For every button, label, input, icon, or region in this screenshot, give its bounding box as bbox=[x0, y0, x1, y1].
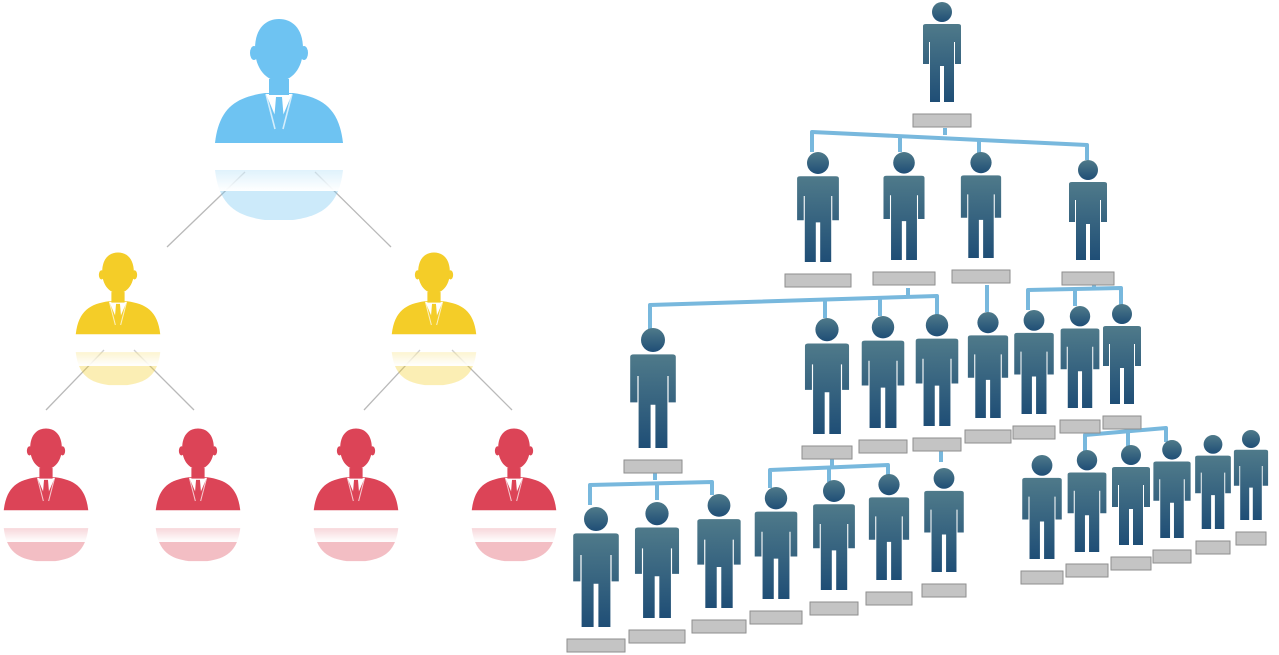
person-figure-4 bbox=[1069, 160, 1107, 260]
nameplate-0 bbox=[912, 113, 972, 128]
person-icon-root bbox=[209, 19, 349, 220]
person-icon-mid-left bbox=[71, 252, 165, 386]
org-line-19 bbox=[1083, 426, 1168, 452]
person-figure-16 bbox=[754, 487, 798, 599]
org-line-1 bbox=[810, 130, 1089, 160]
nameplate-10 bbox=[1012, 425, 1056, 440]
person-icon-leaf-3 bbox=[309, 428, 403, 562]
nameplate-15 bbox=[691, 619, 747, 634]
person-figure-3 bbox=[960, 152, 1002, 258]
person-figure-24 bbox=[1195, 435, 1231, 529]
right-org-chart bbox=[566, 2, 1269, 653]
org-line-13 bbox=[588, 480, 714, 505]
person-figure-6 bbox=[804, 318, 850, 434]
person-figure-25 bbox=[1233, 430, 1269, 520]
person-figure-9 bbox=[967, 312, 1009, 418]
person-figure-19 bbox=[924, 468, 964, 572]
person-figure-20 bbox=[1022, 455, 1062, 559]
nameplate-21 bbox=[1065, 563, 1109, 578]
nameplate-4 bbox=[1061, 271, 1115, 286]
person-figure-12 bbox=[1103, 304, 1141, 404]
person-figure-5 bbox=[630, 328, 676, 448]
nameplate-8 bbox=[912, 437, 962, 452]
nameplate-13 bbox=[566, 638, 626, 653]
nameplate-16 bbox=[749, 610, 803, 625]
person-figure-21 bbox=[1067, 450, 1107, 552]
org-line-4 bbox=[648, 294, 939, 330]
person-figure-14 bbox=[634, 502, 680, 618]
person-figure-15 bbox=[697, 494, 741, 608]
nameplate-14 bbox=[628, 629, 686, 644]
nameplate-1 bbox=[784, 273, 852, 288]
person-figure-23 bbox=[1153, 440, 1191, 538]
nameplate-17 bbox=[809, 601, 859, 616]
person-figure-1 bbox=[797, 152, 839, 262]
nameplate-24 bbox=[1195, 540, 1231, 555]
person-figure-7 bbox=[861, 316, 905, 428]
person-icon-mid-right bbox=[387, 252, 481, 386]
person-icon-leaf-1 bbox=[0, 428, 93, 562]
nameplate-25 bbox=[1235, 531, 1267, 546]
person-icon-leaf-2 bbox=[151, 428, 245, 562]
nameplate-11 bbox=[1059, 419, 1101, 434]
nameplate-7 bbox=[858, 439, 908, 454]
person-figure-13 bbox=[573, 507, 619, 627]
nameplate-23 bbox=[1152, 549, 1192, 564]
nameplate-19 bbox=[921, 583, 967, 598]
nameplate-18 bbox=[865, 591, 913, 606]
nameplate-5 bbox=[623, 459, 683, 474]
nameplate-20 bbox=[1020, 570, 1064, 585]
person-figure-8 bbox=[915, 314, 959, 426]
nameplate-12 bbox=[1102, 415, 1142, 430]
org-line-15 bbox=[768, 463, 890, 488]
person-figure-10 bbox=[1014, 310, 1054, 414]
person-figure-18 bbox=[868, 474, 910, 580]
nameplate-22 bbox=[1110, 556, 1152, 571]
nameplate-2 bbox=[872, 271, 936, 286]
person-figure-2 bbox=[883, 152, 925, 260]
person-figure-11 bbox=[1060, 306, 1100, 408]
nameplate-6 bbox=[801, 445, 853, 460]
person-figure-17 bbox=[813, 480, 855, 590]
nameplate-9 bbox=[964, 429, 1012, 444]
person-figure-0 bbox=[923, 2, 961, 102]
person-icon-leaf-4 bbox=[467, 428, 561, 562]
nameplate-3 bbox=[951, 269, 1011, 284]
left-org-chart bbox=[0, 19, 561, 562]
org-line-9 bbox=[1026, 286, 1123, 310]
person-figure-22 bbox=[1112, 445, 1150, 545]
